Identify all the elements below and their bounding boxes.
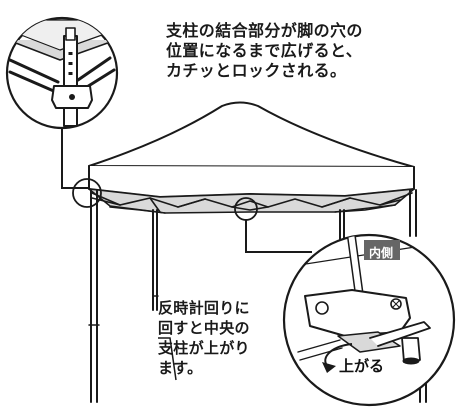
leg-front-right <box>409 189 417 237</box>
corner-lock-detail <box>5 16 119 208</box>
callout-ring-corner <box>72 178 102 208</box>
hub-plate <box>304 289 411 337</box>
callout-ring-hub <box>234 197 258 221</box>
lock-instruction-line-1: 支柱の結合部分が脚の穴の <box>166 21 363 40</box>
leg-front-left <box>90 189 98 403</box>
inner-side-label: 内側 <box>369 246 394 260</box>
canopy-roof <box>88 101 415 168</box>
connector-left <box>61 128 88 189</box>
twist-instruction-line-2: 回すと中央の <box>158 319 250 337</box>
lock-instruction-line-3: カチッとロックされる。 <box>166 61 347 80</box>
center-hub-detail <box>158 197 456 407</box>
canopy-tent <box>88 101 427 403</box>
inner-tag-bg <box>364 240 400 260</box>
truss-frame <box>91 192 413 214</box>
lock-instruction-line-2: 位置になるまで広げると、 <box>166 41 363 60</box>
connector-right <box>245 219 312 253</box>
twist-instruction-line-3: 支柱が上がり <box>158 339 250 357</box>
rises-label: 上がる <box>339 357 385 375</box>
twist-instruction-line-1: 反時計回りに <box>158 299 250 317</box>
hub-knob <box>401 337 421 363</box>
twist-instruction-line-4: ます。 <box>158 359 203 377</box>
canopy-valance <box>88 165 415 198</box>
leg-back-left <box>152 209 158 311</box>
leg-holes <box>68 52 73 75</box>
twist-pointer <box>158 337 177 381</box>
